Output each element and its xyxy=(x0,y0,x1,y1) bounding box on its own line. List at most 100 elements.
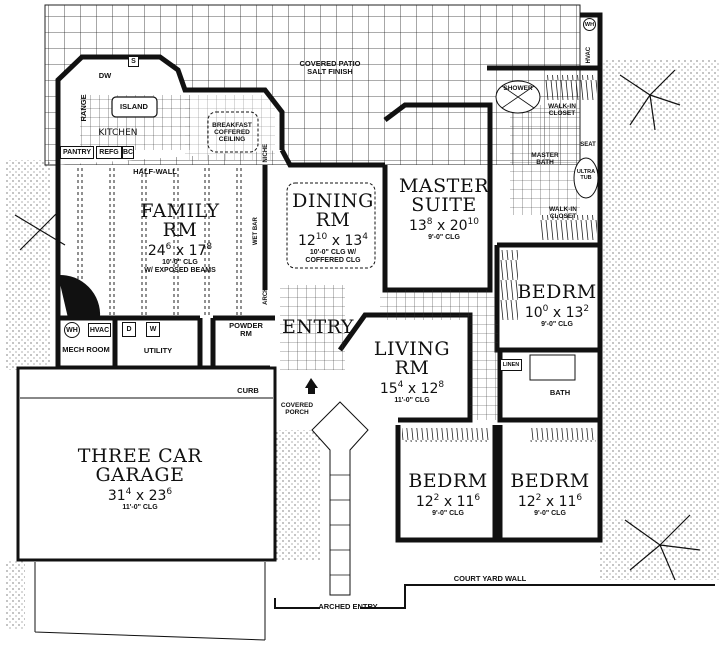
family-room-label: FAMILY RM 246 x 178 10'-0" CLG W/ EXPOSE… xyxy=(140,200,220,275)
living-room-label: LIVING RM 154 x 128 11'-0" CLG xyxy=(374,340,450,405)
entry-label: ENTRY xyxy=(282,316,354,338)
walkin-closet-1 xyxy=(545,75,597,100)
seat-label: SEAT xyxy=(580,142,596,148)
fireplace xyxy=(58,274,101,318)
ceiling-note: 10'-0" CLG W/ xyxy=(309,249,357,256)
bedrm-closet-se xyxy=(530,428,596,442)
master-suite-label: MASTER SUITE 138 x 2010 9'-0" CLG xyxy=(398,175,490,242)
wet-bar-label: WET BAR xyxy=(252,217,259,246)
master-bath-tile xyxy=(510,105,580,215)
island-label: ISLAND xyxy=(120,102,148,111)
wall-bedrooms xyxy=(395,420,603,543)
hvac-label: HVAC xyxy=(585,46,592,64)
room-name: THREE CAR xyxy=(77,445,203,467)
room-dimensions: 1210 x 134 xyxy=(297,232,369,249)
room-name: MASTER xyxy=(398,175,490,197)
room-name: FAMILY xyxy=(140,200,220,222)
ceiling-note: 9'-0" CLG xyxy=(428,234,460,241)
ceiling-note: 10'-0" CLG xyxy=(162,259,198,266)
ceiling-note: 11'-0" CLG xyxy=(394,397,430,404)
hvac-label: HVAC xyxy=(88,323,111,337)
walkin-closet-2 xyxy=(540,215,597,240)
entry-tile xyxy=(280,285,345,370)
niche-label: NICHE xyxy=(262,143,269,163)
ceiling-note: W/ EXPOSED BEAMS xyxy=(144,267,216,274)
ceiling-note: 9'-0" CLG xyxy=(534,510,566,517)
dryer-label: D xyxy=(122,322,136,337)
bathtub xyxy=(529,354,576,381)
driveway xyxy=(34,562,266,641)
entry-arrow xyxy=(305,378,318,394)
water-heater-label: WH xyxy=(64,322,80,338)
curb-label: CURB xyxy=(237,386,259,395)
court-yard-wall-label: COURT YARD WALL xyxy=(453,574,527,583)
wall-bath xyxy=(497,350,603,423)
wall-dining-north xyxy=(279,148,385,168)
room-name: RM xyxy=(315,209,351,231)
hall-tile-2 xyxy=(470,320,498,420)
shower-label: SHOWER xyxy=(503,85,533,92)
island xyxy=(111,96,158,118)
ceiling-note: COFFERED CLG xyxy=(305,257,361,264)
washer-label: W xyxy=(146,322,160,337)
landscape-east xyxy=(600,60,720,580)
palm-plants xyxy=(14,69,701,581)
room-dimensions: 122 x 116 xyxy=(415,493,481,510)
dining-coffer xyxy=(286,182,376,269)
room-dimensions: 138 x 2010 xyxy=(408,217,480,234)
room-name: RM xyxy=(394,357,430,379)
room-dimensions: 246 x 178 xyxy=(147,242,213,259)
wall-hvac-ne xyxy=(580,12,603,68)
garage-label: THREE CAR GARAGE 314 x 236 11'-0" CLG xyxy=(77,445,203,512)
water-heater-label: WH xyxy=(583,18,596,31)
room-dimensions: 154 x 128 xyxy=(379,380,445,397)
refrigerator-label: REFG xyxy=(96,146,122,159)
room-name: GARAGE xyxy=(95,464,185,486)
dining-room-label: DINING RM 1210 x 134 10'-0" CLG W/ COFFE… xyxy=(292,190,374,265)
bath-label: BATH xyxy=(549,388,571,397)
arch-label: ARCH xyxy=(262,179,269,197)
ceiling-note: 11'-0" CLG xyxy=(122,504,158,511)
bc-label: BC xyxy=(122,146,134,159)
kitchen-label: KITCHEN xyxy=(98,128,138,138)
room-dimensions: 314 x 236 xyxy=(107,487,173,504)
utility-label: UTILITY xyxy=(143,346,173,355)
wall-master xyxy=(382,102,493,293)
bedrm-closet-sw xyxy=(402,428,490,442)
half-wall-label: HALF-WALL xyxy=(133,167,177,176)
bedroom-east-label: BEDRM 100 x 132 9'-0" CLG xyxy=(517,281,597,329)
linen-label: LINEN xyxy=(500,359,522,371)
bedroom-sw-label: BEDRM 122 x 116 9'-0" CLG xyxy=(408,470,488,518)
ceiling-note: 9'-0" CLG xyxy=(541,321,573,328)
landscape-porch xyxy=(276,430,321,560)
room-name: BEDRM xyxy=(517,281,597,303)
sink-label: S xyxy=(128,56,139,67)
landscape-sw xyxy=(5,560,25,630)
breakfast-tile xyxy=(185,95,275,160)
ultra-tub xyxy=(573,157,599,199)
room-dimensions: 100 x 132 xyxy=(524,304,590,321)
room-name: BEDRM xyxy=(408,470,488,492)
hall-tile xyxy=(380,290,495,320)
room-name: RM xyxy=(162,219,198,241)
room-dimensions: 122 x 116 xyxy=(517,493,583,510)
mech-room-label: MECH ROOM xyxy=(62,345,110,354)
room-name: BEDRM xyxy=(510,470,590,492)
dishwasher-label: DW xyxy=(98,71,112,80)
room-name: SUITE xyxy=(411,194,477,216)
range-label: RANGE xyxy=(79,94,89,122)
room-name: DINING xyxy=(292,190,374,212)
arch-label: ARCH xyxy=(262,287,269,305)
bedroom-se-label: BEDRM 122 x 116 9'-0" CLG xyxy=(510,470,590,518)
landscape-west xyxy=(5,160,50,370)
